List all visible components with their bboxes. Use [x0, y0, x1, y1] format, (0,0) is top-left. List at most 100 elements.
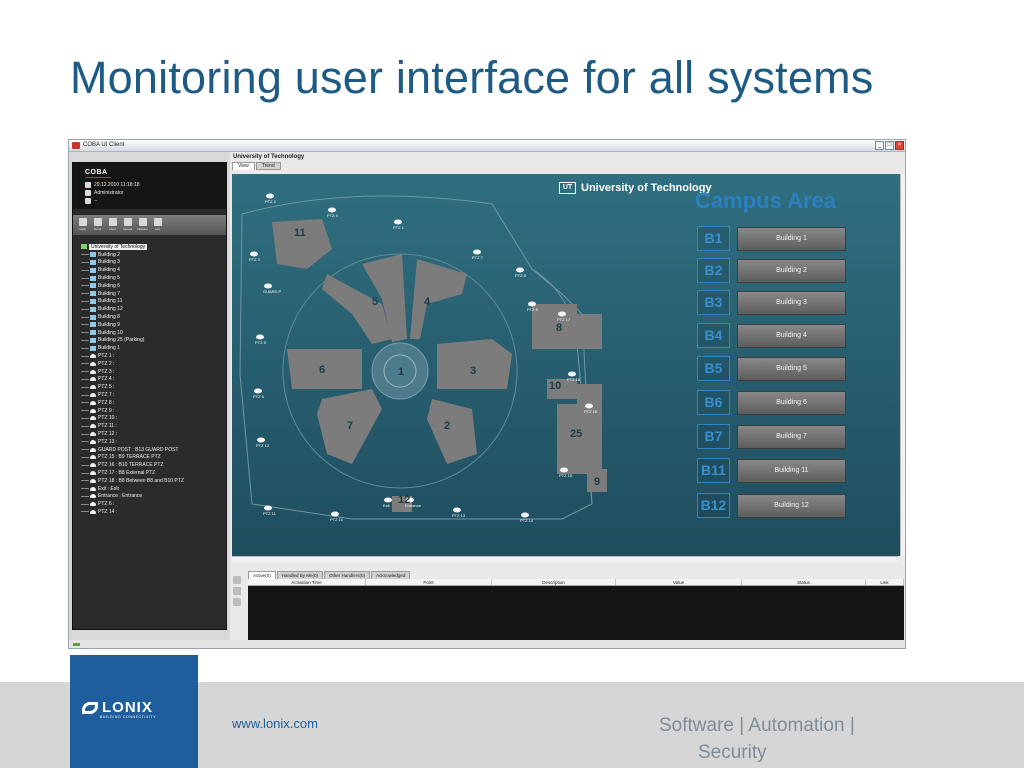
close-button[interactable]: × [895, 141, 904, 150]
tree-item[interactable]: Building 3 [81, 259, 221, 267]
map-building-number[interactable]: 11 [294, 227, 306, 239]
tree-item[interactable]: Building 7 [81, 290, 221, 298]
alarm-filter-icon[interactable] [233, 576, 241, 584]
tree-item[interactable]: PTZ 11 : [81, 422, 221, 430]
tree-item[interactable]: PTZ 10 : [81, 415, 221, 423]
ptz-camera-icon[interactable] [328, 207, 336, 213]
tab-trend[interactable]: Trend [255, 162, 281, 170]
building-button-b3[interactable]: Building 3 [737, 290, 846, 315]
ptz-camera-icon[interactable] [394, 219, 402, 225]
ptz-camera-icon[interactable] [257, 437, 265, 443]
minimize-button[interactable]: _ [875, 141, 884, 150]
ptz-camera-icon[interactable] [254, 388, 262, 394]
map-building-number[interactable]: 9 [594, 476, 600, 488]
ptz-camera-icon[interactable] [558, 311, 566, 317]
alarm-column-header[interactable]: Point [366, 579, 492, 585]
ptz-camera-icon[interactable] [264, 283, 272, 289]
map-horizontal-scrollbar[interactable] [232, 556, 898, 562]
map-building-number[interactable]: 7 [347, 420, 353, 432]
ptz-camera-icon[interactable] [384, 497, 392, 503]
tree-item[interactable]: PTZ 13 : [81, 438, 221, 446]
map-building-number[interactable]: 2 [444, 420, 450, 432]
ptz-camera-icon[interactable] [528, 301, 536, 307]
ptz-camera-icon[interactable] [406, 497, 414, 503]
tree-item[interactable]: Building 1 [81, 344, 221, 352]
ptz-camera-icon[interactable] [473, 249, 481, 255]
ptz-camera-icon[interactable] [521, 512, 529, 518]
toolbar-button-next[interactable]: Next [106, 216, 119, 234]
tree-item[interactable]: Exit : Exit [81, 485, 221, 493]
alarm-column-header[interactable]: Activation Time [248, 579, 366, 585]
tree-item[interactable]: PTZ 7 : [81, 391, 221, 399]
tree-item[interactable]: Building 5 [81, 274, 221, 282]
map-building-number[interactable]: 8 [556, 322, 562, 334]
map-building-number[interactable]: 5 [372, 296, 378, 308]
tree-item[interactable]: Building 4 [81, 266, 221, 274]
toolbar-button-home[interactable]: home [91, 216, 104, 234]
alarm-column-header[interactable]: Description [492, 579, 616, 585]
building-button-b4[interactable]: Building 4 [737, 323, 846, 348]
toolbar-button-options[interactable]: Options [136, 216, 149, 234]
alarm-column-header[interactable]: Link [866, 579, 904, 585]
tree-item[interactable]: Building 8 [81, 313, 221, 321]
alarm-column-header[interactable]: Status [742, 579, 866, 585]
building-button-b5[interactable]: Building 5 [737, 356, 846, 381]
building-button-b12[interactable]: Building 12 [737, 493, 846, 518]
building-button-b6[interactable]: Building 6 [737, 390, 846, 415]
ptz-camera-icon[interactable] [453, 507, 461, 513]
tree-item[interactable]: PTZ 4 : [81, 376, 221, 384]
tree-item[interactable]: PTZ 12 : [81, 430, 221, 438]
tree-item[interactable]: Building 9 [81, 321, 221, 329]
tree-item[interactable]: PTZ 3 : [81, 368, 221, 376]
ptz-camera-icon[interactable] [256, 334, 264, 340]
footer-url-link[interactable]: www.lonix.com [232, 716, 318, 731]
toolbar-button-reports[interactable]: reports [121, 216, 134, 234]
tree-item[interactable]: Building 12 [81, 305, 221, 313]
tree-item[interactable]: Building 11 [81, 298, 221, 306]
alarm-eye-icon[interactable] [233, 598, 241, 606]
tree-item[interactable]: PTZ 18 : B8 Between B8 and B10 PTZ [81, 477, 221, 485]
tree-item[interactable]: PTZ 8 : [81, 399, 221, 407]
tree-item[interactable]: Building 10 [81, 329, 221, 337]
map-building-number[interactable]: 25 [570, 428, 582, 440]
tree-item[interactable]: PTZ 1 : [81, 352, 221, 360]
tree-item[interactable]: Building 6 [81, 282, 221, 290]
tree-item[interactable]: PTZ 17 : B8 External PTZ [81, 469, 221, 477]
map-building-number[interactable]: 6 [319, 364, 325, 376]
tree-item[interactable]: PTZ 9 : [81, 407, 221, 415]
ptz-camera-icon[interactable] [560, 467, 568, 473]
tree-item[interactable]: University of Technology [81, 243, 221, 251]
map-building-number[interactable]: 4 [424, 296, 431, 308]
tree-item[interactable]: Entrance : Entrance [81, 493, 221, 501]
ptz-camera-icon[interactable] [250, 251, 258, 257]
map-building-number[interactable]: 1 [398, 366, 404, 378]
ptz-camera-icon[interactable] [264, 505, 272, 511]
tree-item[interactable]: PTZ 14 : [81, 508, 221, 516]
alarm-print-icon[interactable] [233, 587, 241, 595]
tree-item[interactable]: GUARD POST : B13 GUARD POST [81, 446, 221, 454]
building-button-b11[interactable]: Building 11 [737, 458, 846, 483]
building-button-b7[interactable]: Building 7 [737, 424, 846, 449]
tree-item[interactable]: PTZ 2 : [81, 360, 221, 368]
ptz-camera-icon[interactable] [585, 403, 593, 409]
maximize-button[interactable]: □ [885, 141, 894, 150]
tree-item[interactable]: PTZ 5 : [81, 383, 221, 391]
ptz-camera-icon[interactable] [516, 267, 524, 273]
alarm-column-header[interactable]: Value [616, 579, 742, 585]
tree-item[interactable]: PTZ 16 : B10 TERRACE PTZ [81, 461, 221, 469]
map-building-number[interactable]: 12 [398, 494, 410, 506]
map-building-number[interactable]: 3 [470, 365, 476, 377]
building-button-b1[interactable]: Building 1 [737, 226, 846, 251]
tab-view[interactable]: View [232, 162, 255, 170]
tree-item[interactable]: Building 25 (Parking) [81, 337, 221, 345]
tree-item[interactable]: PTZ 6 : [81, 500, 221, 508]
ptz-camera-icon[interactable] [568, 371, 576, 377]
ptz-camera-icon[interactable] [331, 511, 339, 517]
map-vertical-scrollbar[interactable] [900, 174, 905, 556]
toolbar-button-exit[interactable]: exit [151, 216, 164, 234]
tree-item[interactable]: PTZ 15 : B9 TERRACE PTZ [81, 454, 221, 462]
tree-item[interactable]: Building 2 [81, 251, 221, 259]
building-button-b2[interactable]: Building 2 [737, 258, 846, 283]
ptz-camera-icon[interactable] [266, 193, 274, 199]
